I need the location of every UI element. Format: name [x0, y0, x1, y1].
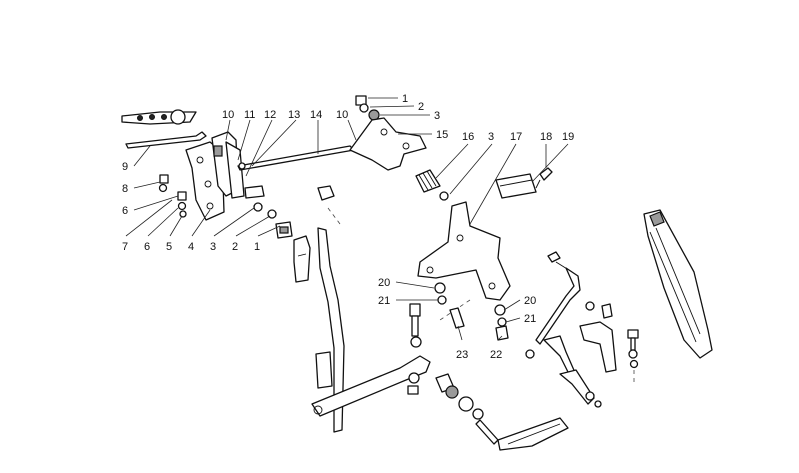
callout-10-right: 10 [336, 109, 348, 121]
callout-23: 23 [456, 349, 468, 361]
callout-15: 15 [436, 129, 448, 141]
spring [415, 169, 449, 201]
washer-nut-right [494, 304, 509, 341]
vertical-lever [315, 227, 345, 433]
pedal-shaft [435, 373, 499, 445]
callout-labels: 1 2 3 15 10 14 13 12 11 10 16 3 17 18 19… [122, 93, 574, 361]
right-small-bracket [579, 303, 617, 373]
callout-21-left: 21 [378, 295, 390, 307]
washer-nut-left [434, 282, 465, 329]
callout-10-left: 10 [222, 109, 234, 121]
callout-12: 12 [264, 109, 276, 121]
callout-3-center: 3 [488, 131, 494, 143]
callout-20-right: 20 [524, 295, 536, 307]
callout-7: 7 [122, 241, 128, 253]
callout-8: 8 [122, 183, 128, 195]
central-support-bracket [417, 201, 511, 321]
linkage-rods-right [525, 251, 602, 408]
pedal-arm [497, 417, 569, 451]
callout-2-lower: 2 [232, 241, 238, 253]
right-bolt-washers [627, 329, 639, 384]
callout-3-lower: 3 [210, 241, 216, 253]
upper-bracket [349, 95, 427, 171]
callout-22: 22 [490, 349, 502, 361]
callout-6-lower: 6 [144, 241, 150, 253]
callout-9: 9 [122, 161, 128, 173]
callout-1-lower: 1 [254, 241, 260, 253]
callout-18: 18 [540, 131, 552, 143]
callout-21-right: 21 [524, 313, 536, 325]
leader-lines [125, 97, 569, 341]
small-spacer [317, 185, 341, 225]
bolt-upright [409, 303, 422, 348]
cable-end-fitting [121, 109, 197, 125]
callout-4: 4 [188, 241, 194, 253]
callout-11: 11 [244, 109, 255, 121]
callout-13: 13 [288, 109, 300, 121]
lower-arm [311, 355, 431, 417]
cable-rod [125, 131, 207, 149]
small-bracket [293, 235, 311, 283]
callout-2: 2 [418, 101, 424, 113]
callout-5: 5 [166, 241, 172, 253]
pedal-plate [643, 209, 713, 359]
small-bolts-left [158, 174, 187, 218]
callout-16: 16 [462, 131, 474, 143]
callout-19: 19 [562, 131, 574, 143]
callout-1: 1 [402, 93, 408, 105]
callout-14: 14 [310, 109, 322, 121]
callout-6-upper: 6 [122, 205, 128, 217]
long-rod [237, 145, 355, 219]
small-bolt-18 [535, 167, 553, 189]
callout-3: 3 [434, 110, 440, 122]
callout-17: 17 [510, 131, 522, 143]
cover-block [495, 173, 537, 199]
clip-fitting [275, 221, 293, 239]
callout-20-left: 20 [378, 277, 390, 289]
